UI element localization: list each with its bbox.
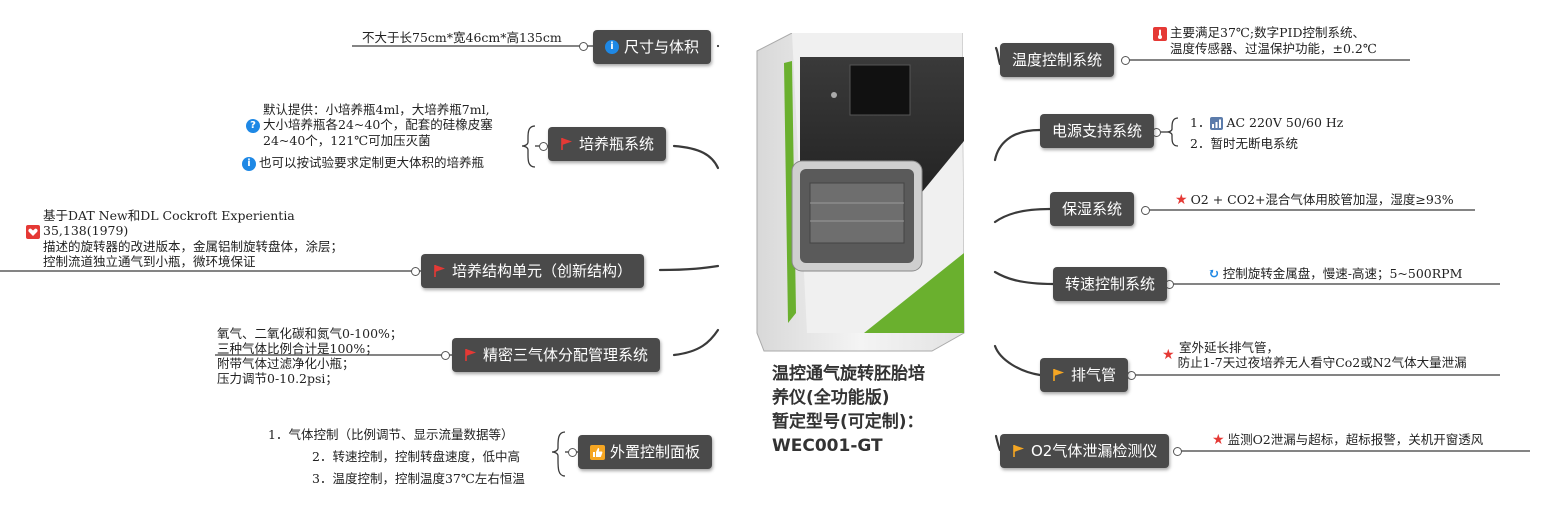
detail-line: 附带气体过滤净化小瓶； [217, 356, 402, 371]
star-icon: ★ [1162, 348, 1175, 363]
flag-icon [1052, 368, 1066, 382]
detail-text: O2 + CO2+混合气体用胶管加湿，湿度≥93% [1191, 192, 1454, 207]
node-label: 转速控制系统 [1065, 267, 1155, 301]
node-culture[interactable]: 培养结构单元（创新结构） [421, 254, 644, 288]
connector-dot [1141, 206, 1150, 215]
thermometer-icon [1153, 27, 1167, 41]
item-text: AC 220V 50/60 Hz [1226, 115, 1343, 130]
refresh-icon: ↻ [1208, 267, 1220, 282]
node-panel[interactable]: 外置控制面板 [578, 435, 712, 469]
detail-line: 氧气、二氧化碳和氮气0-100%； [217, 326, 402, 341]
info-icon: i [242, 157, 256, 171]
flag-icon [464, 348, 478, 362]
node-label: 外置控制面板 [610, 435, 700, 469]
chart-icon [1210, 117, 1223, 130]
info-icon: i [605, 40, 619, 54]
detail-text: 监测O2泄漏与超标，超标报警，关机开窗透风 [1228, 432, 1484, 447]
connector-dot [1121, 56, 1130, 65]
node-size[interactable]: i 尺寸与体积 [593, 30, 711, 64]
connector-dot [579, 42, 588, 51]
node-gas[interactable]: 精密三气体分配管理系统 [452, 338, 660, 372]
node-label: 保湿系统 [1062, 192, 1122, 226]
size-detail: 不大于长75cm*宽46cm*高135cm [362, 30, 562, 45]
node-label: 培养瓶系统 [579, 127, 654, 161]
connector-dot [1127, 371, 1136, 380]
detail-line: 基于DAT New和DL Cockroft Experientia [26, 208, 343, 223]
node-bottle[interactable]: 培养瓶系统 [548, 127, 666, 161]
title-line: 暂定型号(可定制)： [772, 410, 925, 434]
detail-line: 主要满足37℃;数字PID控制系统、 [1153, 25, 1377, 41]
detail-line: 24~40个，121℃可加压灭菌 [246, 133, 493, 148]
connector-dot [1173, 447, 1182, 456]
list-item: 1． AC 220V 50/60 Hz [1190, 112, 1343, 133]
center-title: 温控通气旋转胚胎培 养仪(全功能版) 暂定型号(可定制)： WEC001-GT [772, 362, 925, 458]
star-icon: ★ [1212, 433, 1225, 448]
detail-text: 也可以按试验要求定制更大体积的培养瓶 [259, 155, 484, 170]
node-label: O2气体泄漏检测仪 [1031, 434, 1157, 468]
speed-detail: ↻控制旋转金属盘，慢速-高速；5~500RPM [1208, 266, 1462, 282]
detail-line: 压力调节0-10.2psi； [217, 371, 402, 386]
power-items: 1． AC 220V 50/60 Hz 2．暂时无断电系统 [1190, 112, 1343, 154]
question-icon: ? [246, 119, 260, 133]
node-exhaust[interactable]: 排气管 [1040, 358, 1128, 392]
temp-detail: 主要满足37℃;数字PID控制系统、 温度传感器、过温保护功能，±0.2℃ [1153, 25, 1377, 56]
connector-dot [568, 448, 577, 457]
node-label: 排气管 [1071, 358, 1116, 392]
detail-line: 温度传感器、过温保护功能，±0.2℃ [1153, 41, 1377, 56]
detail-line: 三种气体比例合计是100%； [217, 341, 402, 356]
title-line: 养仪(全功能版) [772, 386, 925, 410]
detail-text: 控制旋转金属盘，慢速-高速；5~500RPM [1223, 266, 1463, 281]
list-item: 2．暂时无断电系统 [1190, 133, 1343, 154]
connector-dot [539, 142, 548, 151]
flag-icon [1012, 444, 1026, 458]
detail-line: ★防止1-7天过夜培养无人看守Co2或N2气体大量泄漏 [1162, 355, 1467, 371]
node-humid[interactable]: 保湿系统 [1050, 192, 1134, 226]
detail-line: 描述的旋转器的改进版本，金属铝制旋转盘体，涂层； [26, 239, 343, 254]
detail-line: 默认提供：小培养瓶4ml，大培养瓶7ml, [246, 102, 493, 117]
star-icon: ★ [1175, 193, 1188, 208]
node-speed[interactable]: 转速控制系统 [1053, 267, 1167, 301]
panel-items: 1．气体控制（比例调节、显示流量数据等） 2．转速控制，控制转盘速度，低中高 3… [268, 424, 525, 490]
detail-text: 主要满足37℃;数字PID控制系统、 [1170, 25, 1365, 40]
heart-icon [26, 225, 40, 239]
gas-detail: 氧气、二氧化碳和氮气0-100%； 三种气体比例合计是100%； 附带气体过滤净… [217, 326, 402, 386]
detail-text: 大小培养瓶各24~40个，配套的硅橡皮塞 [263, 117, 493, 132]
node-temp[interactable]: 温度控制系统 [1000, 43, 1114, 77]
list-item: 1．气体控制（比例调节、显示流量数据等） [268, 424, 525, 446]
device-illustration [752, 33, 970, 361]
node-label: 培养结构单元（创新结构） [452, 254, 632, 288]
detail-line: ?大小培养瓶各24~40个，配套的硅橡皮塞 [246, 117, 493, 133]
detail-text: 防止1-7天过夜培养无人看守Co2或N2气体大量泄漏 [1178, 355, 1467, 370]
item-number: 1． [1190, 115, 1210, 130]
flag-icon [560, 137, 574, 151]
node-label: 电源支持系统 [1052, 114, 1142, 148]
humid-detail: ★O2 + CO2+混合气体用胶管加湿，湿度≥93% [1175, 192, 1454, 208]
flag-icon [433, 264, 447, 278]
exhaust-detail: 室外延长排气管， ★防止1-7天过夜培养无人看守Co2或N2气体大量泄漏 [1162, 340, 1467, 371]
bottle-detail: 默认提供：小培养瓶4ml，大培养瓶7ml, ?大小培养瓶各24~40个，配套的硅… [246, 102, 493, 148]
culture-detail: 基于DAT New和DL Cockroft Experientia 35,138… [26, 208, 343, 269]
o2-detail: ★监测O2泄漏与超标，超标报警，关机开窗透风 [1212, 432, 1483, 448]
node-label: 温度控制系统 [1012, 43, 1102, 77]
title-line: WEC001-GT [772, 434, 925, 458]
node-power[interactable]: 电源支持系统 [1040, 114, 1154, 148]
node-label: 精密三气体分配管理系统 [483, 338, 648, 372]
node-o2[interactable]: O2气体泄漏检测仪 [1000, 434, 1169, 468]
detail-line: 室外延长排气管， [1162, 340, 1467, 355]
detail-text: 35,138(1979) [43, 223, 128, 238]
title-line: 温控通气旋转胚胎培 [772, 362, 925, 386]
list-item: 3．温度控制，控制温度37℃左右恒温 [268, 468, 525, 490]
list-item: 2．转速控制，控制转盘速度，低中高 [268, 446, 525, 468]
detail-line: 35,138(1979) [26, 223, 343, 239]
connector-dot [411, 267, 420, 276]
connector-dot [441, 351, 450, 360]
node-label: 尺寸与体积 [624, 30, 699, 64]
detail-line: 控制流道独立通气到小瓶，微环境保证 [26, 254, 343, 269]
thumbs-up-icon [590, 445, 605, 460]
